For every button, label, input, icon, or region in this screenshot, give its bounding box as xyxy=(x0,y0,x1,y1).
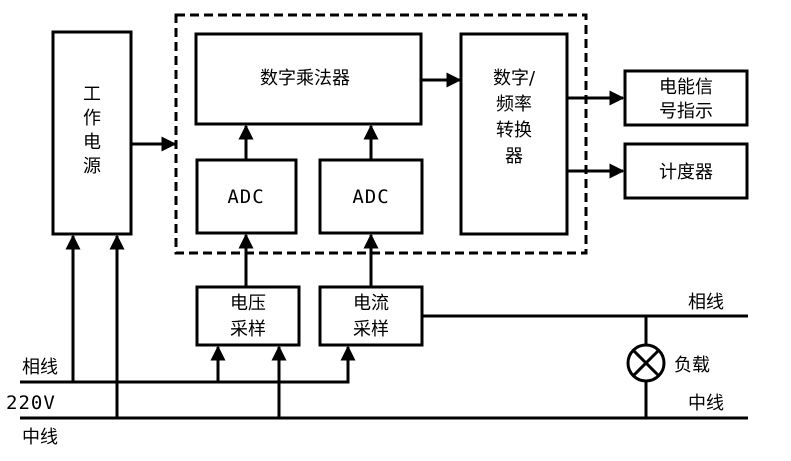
power-supply-label-2: 作 xyxy=(83,108,101,129)
adc-voltage-label: ADC xyxy=(227,186,264,208)
voltage-sampling-box xyxy=(195,285,301,347)
voltage-sampling-label-2: 采样 xyxy=(230,319,266,340)
phase-label-right: 相线 xyxy=(688,292,724,313)
energy-indicator-box xyxy=(623,69,749,127)
power-supply-label-1: 工 xyxy=(83,84,101,105)
digital-section-boundary xyxy=(174,13,588,255)
voltage-label: 220V xyxy=(6,392,56,414)
frequency-converter-label-2: 频率 xyxy=(496,94,532,115)
energy-indicator-label-2: 号指示 xyxy=(659,101,713,122)
voltage-sampling-label-1: 电压 xyxy=(230,293,266,314)
phase-label-left: 相线 xyxy=(22,357,58,378)
frequency-converter-label-3: 转换 xyxy=(496,120,532,141)
load-label: 负载 xyxy=(674,355,710,376)
neutral-label-right: 中线 xyxy=(688,393,724,414)
current-sampling-label-2: 采样 xyxy=(353,319,389,340)
digital-multiplier-box xyxy=(194,32,423,126)
counter-label: 计度器 xyxy=(659,162,713,183)
neutral-label-left: 中线 xyxy=(22,427,58,448)
frequency-converter-label-4: 器 xyxy=(505,146,523,167)
digital-multiplier-label: 数字乘法器 xyxy=(260,68,350,89)
power-supply-box xyxy=(51,30,133,236)
counter-box xyxy=(623,142,749,200)
load-lamp-icon xyxy=(626,343,666,383)
current-sampling-label-1: 电流 xyxy=(353,293,389,314)
arrow-phase-to-current-sampling xyxy=(218,345,356,384)
adc-current-label: ADC xyxy=(352,186,389,208)
adc-voltage-box xyxy=(195,158,298,235)
frequency-converter-label-1: 数字/ xyxy=(493,68,536,89)
power-supply-label-4: 源 xyxy=(83,156,101,177)
power-supply-label-3: 电 xyxy=(83,132,101,153)
energy-indicator-label-1: 电能信 xyxy=(659,77,713,98)
frequency-converter-box xyxy=(459,32,569,236)
